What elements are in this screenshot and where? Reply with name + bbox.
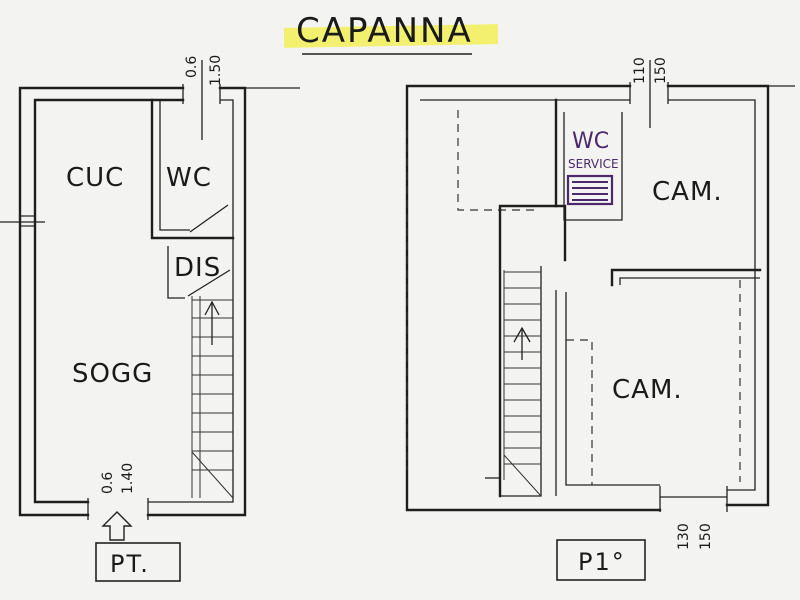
first-floor-plan: WC SERVICE CAM. CAM. 110 150 130 150 P1° [405, 57, 795, 581]
room-label-cuc: CUC [66, 163, 124, 193]
plan-title: CAPANNA [296, 11, 473, 51]
wc-service-note: SERVICE [568, 157, 619, 171]
room-label-wc-first: WC [572, 129, 609, 154]
ff-dim-bottom-a: 130 [676, 523, 692, 550]
dis-wall [167, 246, 185, 299]
ground-floor-outer-wall [18, 86, 185, 517]
title-highlight [283, 24, 499, 48]
room-label-cam-lower: CAM. [612, 375, 683, 405]
room-label-dis: DIS [174, 253, 221, 283]
room-label-wc-ground: WC [166, 163, 212, 193]
ground-floor-entry-right-inner [148, 99, 234, 503]
stair-arrow-head [204, 300, 220, 316]
first-floor-label: P1° [578, 548, 626, 576]
ff-dashed-top-block [457, 110, 540, 211]
dim-top-b: 1.50 [208, 55, 224, 86]
ff-wc-inner [563, 112, 623, 221]
ground-floor-label-box [95, 542, 181, 582]
dim-entry-b: 1.40 [120, 463, 136, 494]
first-floor-label-box [556, 539, 646, 581]
ff-dim-top-b: 150 [653, 57, 669, 84]
ff-dim-bottom-b: 150 [698, 523, 714, 550]
room-label-cam-upper: CAM. [652, 177, 723, 207]
ff-stairwell-right [500, 266, 542, 497]
ground-floor-inner-wall [33, 98, 185, 504]
ff-stair-arrow-head [513, 326, 531, 343]
ground-floor-label: PT. [110, 550, 150, 578]
title-block: CAPANNA [283, 11, 499, 55]
first-floor-outer-wall-right [666, 84, 770, 507]
wc-scribble-mark [566, 174, 614, 206]
ff-bedroom-divider [610, 268, 762, 287]
first-floor-inner-wall-right [668, 99, 756, 491]
wc-scribble-fill [572, 181, 608, 201]
ground-floor-stairs [191, 296, 234, 499]
wc-inner-wall [159, 100, 190, 231]
ff-lower-bedroom-left [565, 292, 660, 486]
ff-dim-top-a: 110 [632, 57, 648, 84]
room-label-sogg: SOGG [72, 359, 153, 389]
ff-bedroom-divider-inner [619, 277, 760, 285]
dim-entry-a: 0.6 [100, 472, 116, 494]
ff-stairwell-top [498, 204, 567, 498]
wc-door-swing [189, 204, 229, 233]
dim-top-a: 0.6 [184, 56, 200, 78]
dis-door-swing [187, 269, 231, 297]
ff-dashed-mid [566, 339, 593, 485]
ground-floor-plan: CUC WC DIS SOGG 0.6 1.50 0.6 1.40 PT. [0, 55, 300, 582]
wc-wall [150, 98, 235, 240]
first-floor-stairs [503, 270, 542, 497]
ground-floor-window-left [19, 215, 36, 227]
entry-arrow-icon [101, 511, 133, 541]
